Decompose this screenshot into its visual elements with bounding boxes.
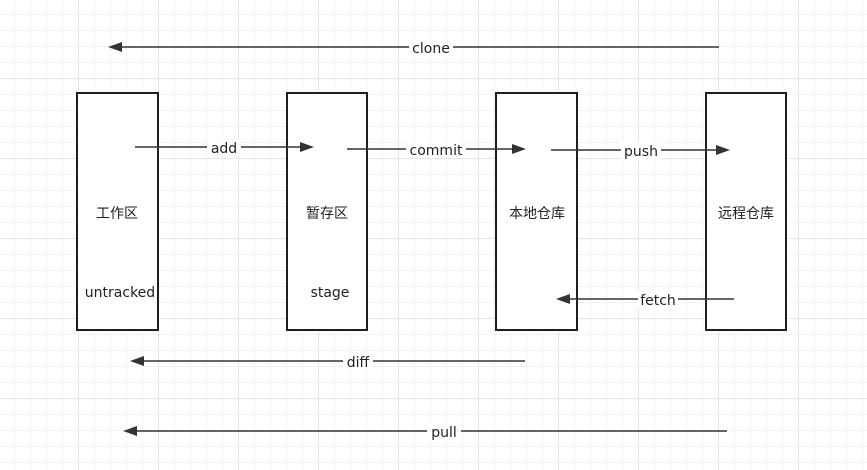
node-remote-repo-title: 远程仓库 [718,206,774,222]
edge-diff[interactable]: diff [130,353,525,371]
node-staging[interactable]: 暂存区 stage [286,92,368,331]
node-staging-subtitle: stage [311,285,350,301]
node-local-repo[interactable]: 本地仓库 [495,92,578,331]
edge-add-label: add [211,141,237,157]
edge-pull-label: pull [431,425,457,441]
edge-diff-label: diff [347,355,370,371]
node-remote-repo-box[interactable] [705,92,787,331]
edge-commit-label: commit [410,143,463,159]
node-workspace-subtitle: untracked [85,285,155,301]
node-workspace[interactable]: 工作区 untracked [76,92,159,331]
node-workspace-title: 工作区 [96,206,138,222]
edge-clone[interactable]: clone [108,38,719,57]
node-remote-repo[interactable]: 远程仓库 [705,92,787,331]
edge-diff-arrowhead [130,356,144,366]
node-staging-box[interactable] [286,92,368,331]
node-workspace-box[interactable] [76,92,159,331]
node-local-repo-box[interactable] [495,92,578,331]
edge-commit-label-bg [406,141,466,158]
edge-commit[interactable]: commit [347,141,526,159]
edge-clone-arrowhead [108,42,122,52]
edge-fetch[interactable]: fetch [556,291,734,309]
edge-push-label: push [624,144,658,160]
edge-push-label-bg [621,142,661,159]
edge-pull-label-bg [427,423,461,440]
edge-fetch-label-bg [638,291,678,308]
edge-pull[interactable]: pull [123,423,727,441]
node-staging-title: 暂存区 [306,206,348,222]
edge-clone-label-bg [409,38,453,56]
edge-add-arrowhead [300,142,314,152]
edge-clone-label: clone [412,41,450,57]
edge-fetch-label: fetch [640,293,676,309]
edge-push-arrowhead [716,145,730,155]
edge-diff-label-bg [343,353,373,370]
edge-pull-arrowhead [123,426,137,436]
edge-add-label-bg [207,139,241,156]
node-local-repo-title: 本地仓库 [509,206,565,222]
edge-push[interactable]: push [551,142,730,160]
edge-fetch-arrowhead [556,294,570,304]
edge-add[interactable]: add [135,139,314,157]
edge-commit-arrowhead [512,144,526,154]
